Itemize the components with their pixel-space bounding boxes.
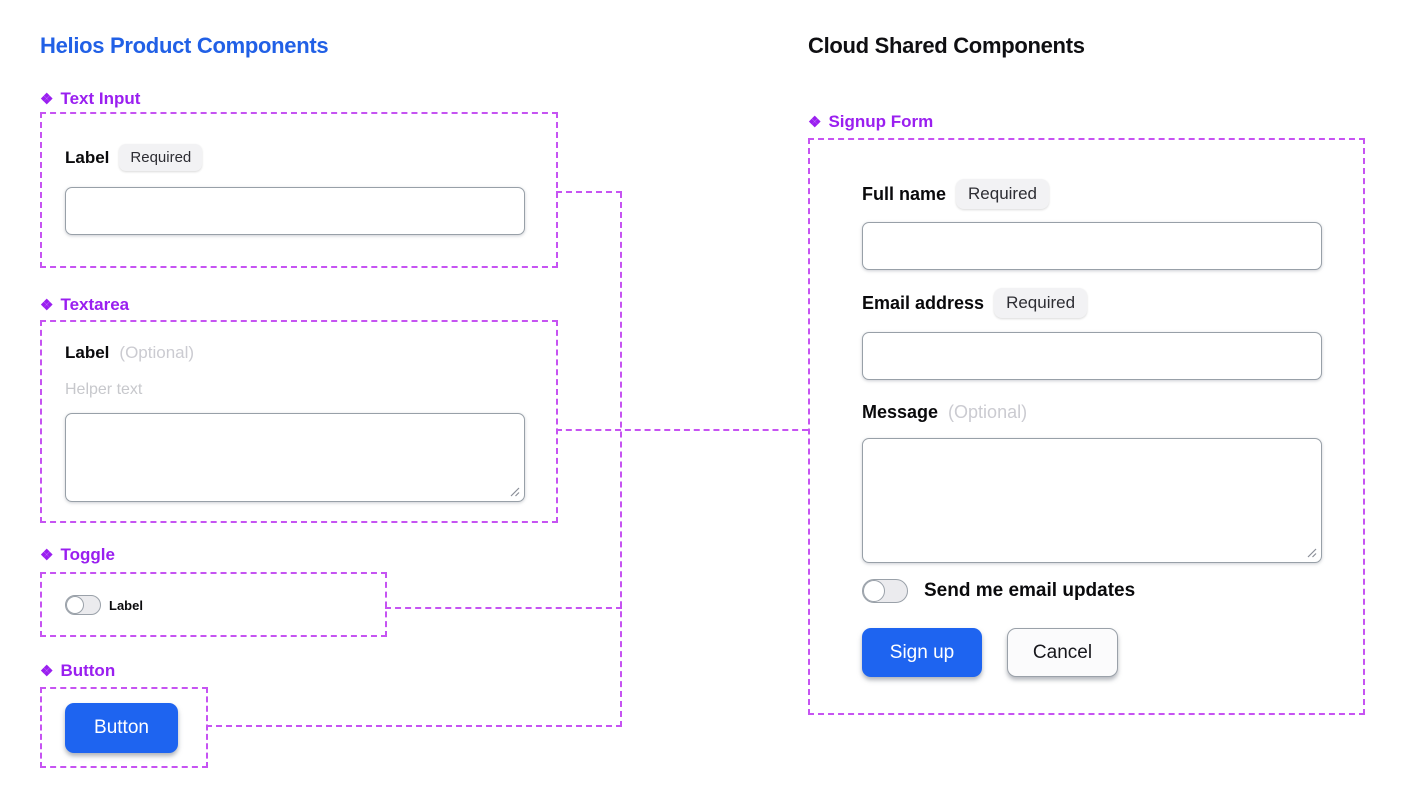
right-panel-title: Cloud Shared Components [808, 33, 1085, 58]
primary-button[interactable]: Button [65, 703, 178, 753]
email-updates-toggle-switch[interactable] [862, 579, 908, 603]
left-panel-title: Helios Product Components [40, 33, 329, 58]
component-heading-label: Toggle [60, 545, 115, 564]
connector-toggle [385, 607, 622, 609]
resize-handle-icon[interactable] [508, 485, 520, 497]
button-component-frame [40, 687, 208, 768]
textarea-field[interactable] [65, 413, 525, 502]
message-textarea[interactable] [862, 438, 1322, 563]
full-name-label-row: Full name Required [862, 179, 1050, 209]
component-diamond-icon: ❖ [40, 296, 54, 314]
full-name-input[interactable] [862, 222, 1322, 270]
toggle-component-frame [40, 572, 387, 637]
optional-hint: (Optional) [948, 402, 1028, 422]
component-diamond-icon: ❖ [808, 113, 822, 131]
component-heading-text-input: ❖ Text Input [40, 89, 140, 109]
component-heading-toggle: ❖ Toggle [40, 545, 115, 565]
email-updates-toggle-label: Send me email updates [924, 580, 1136, 601]
sign-up-button[interactable]: Sign up [862, 628, 982, 677]
component-diamond-icon: ❖ [40, 90, 54, 108]
connector-textarea [556, 429, 808, 431]
component-heading-button: ❖ Button [40, 661, 115, 681]
message-field-wrap [862, 438, 1322, 563]
textarea-component-frame [40, 320, 558, 523]
textarea-label-row: Label (Optional) [65, 343, 194, 363]
component-heading-signup-form: ❖ Signup Form [808, 112, 933, 132]
email-label-row: Email address Required [862, 288, 1088, 318]
textarea-field-wrap [65, 413, 525, 502]
email-input[interactable] [862, 332, 1322, 380]
email-updates-toggle-row: Send me email updates [862, 579, 1135, 603]
component-heading-label: Button [60, 661, 116, 680]
message-label: Message [862, 402, 939, 422]
message-label-row: Message (Optional) [862, 402, 1027, 423]
text-input-field[interactable] [65, 187, 525, 235]
toggle-knob [65, 595, 84, 614]
toggle-switch[interactable] [65, 595, 101, 615]
component-heading-label: Signup Form [828, 112, 934, 131]
optional-hint: (Optional) [119, 343, 195, 362]
connector-button [206, 725, 622, 727]
required-badge: Required [956, 179, 1050, 209]
toggle-row: Label [65, 595, 143, 615]
full-name-label: Full name [862, 183, 947, 204]
email-label: Email address [862, 292, 985, 313]
text-input-component-frame [40, 112, 558, 268]
signup-form-component-frame [808, 138, 1365, 715]
textarea-helper-text: Helper text [65, 381, 143, 398]
required-badge: Required [994, 288, 1088, 318]
connector-text-input [556, 191, 622, 193]
toggle-label: Label [109, 597, 143, 613]
toggle-knob [862, 579, 885, 602]
component-diamond-icon: ❖ [40, 546, 54, 564]
component-diamond-icon: ❖ [40, 662, 54, 680]
textarea-label: Label [65, 343, 110, 362]
resize-handle-icon[interactable] [1305, 546, 1317, 558]
component-heading-label: Text Input [60, 89, 141, 108]
connector-trunk [620, 192, 622, 727]
text-input-label: Label [65, 147, 110, 167]
text-input-label-row: Label Required [65, 144, 203, 171]
required-badge: Required [119, 144, 203, 171]
component-heading-label: Textarea [60, 295, 130, 314]
cancel-button[interactable]: Cancel [1007, 628, 1118, 677]
component-heading-textarea: ❖ Textarea [40, 295, 129, 315]
